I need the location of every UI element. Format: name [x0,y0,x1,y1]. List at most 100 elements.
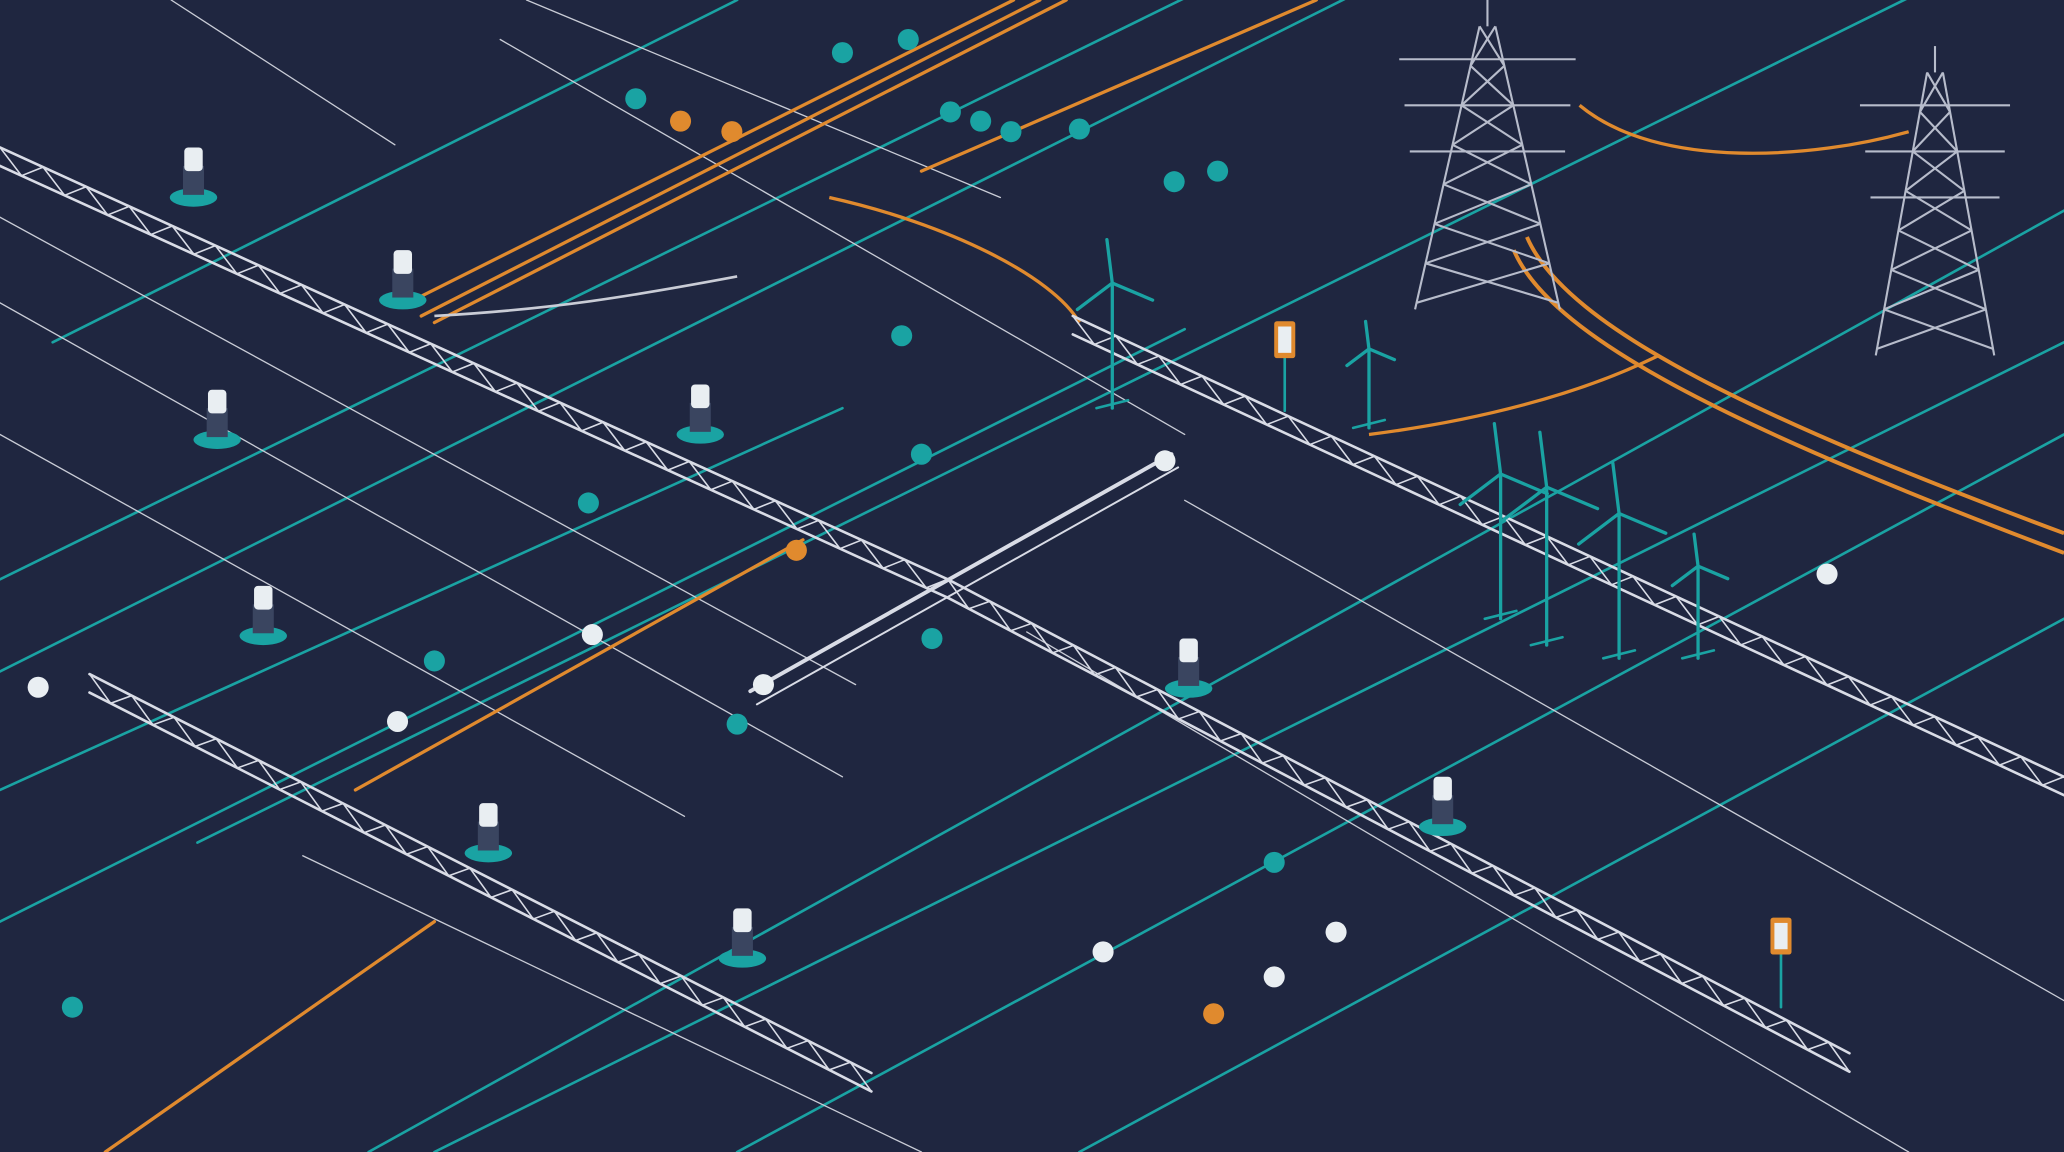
turbine-blade [1498,472,1549,496]
transmission-tower [1859,46,2011,356]
lamp-body [206,408,228,438]
lamp-body [731,926,753,956]
signal-wire [1184,499,2064,1002]
lamp-base [464,843,513,863]
tower-strut [1469,25,1497,67]
turbine-blade [1696,564,1730,581]
lamp-base [718,949,767,968]
tower-strut [1883,308,1994,350]
lamp-body [1178,656,1200,686]
turbine-base [1601,649,1637,660]
turbine-blade [1538,430,1549,489]
tower-strut [1926,71,1951,113]
turbine-blade [1577,511,1621,546]
turbine-blade [1363,319,1371,351]
turbine-blade [1545,485,1600,511]
tower-strut [1425,222,1541,265]
junction-node [1207,160,1229,182]
signal-wire [0,216,857,686]
truss-rail [1071,314,2064,779]
turbine-blade [1367,347,1397,362]
junction-node [891,325,913,347]
junction-node [970,110,992,132]
tower-strut [1434,183,1532,225]
tower-strut [1883,268,1980,311]
signal-wire [434,275,738,318]
signal-wire [170,0,396,146]
tower-strut [1876,308,1987,350]
truss-rail [0,164,950,600]
teal-cable [367,209,2064,1152]
turbine-blade [1692,532,1700,568]
turbine-blade [1075,281,1114,312]
turbine-base [1483,609,1518,621]
junction-node [670,110,692,132]
signal-wire [0,302,844,778]
junction-node [726,713,748,735]
tower-strut [1890,268,1987,311]
truss-rail [88,691,873,1093]
tower-strut [1451,104,1514,146]
lamp-light [733,908,752,933]
orange-cable [1368,354,1660,437]
junction-node [921,628,943,650]
turbine-blade [1670,564,1700,588]
junction-node [752,674,774,696]
tower-strut [1416,262,1550,304]
orange-cable [1578,104,1910,155]
lamp-light [393,250,413,274]
junction-node [1000,121,1022,143]
orange-cable [103,919,437,1152]
junction-node [1203,1003,1225,1025]
orange-cable [828,195,1081,324]
lamp-body [477,821,499,851]
tower-strut [1460,104,1523,146]
crossing-conduit [748,452,1174,694]
truss-layer [0,146,2064,1093]
signal-wire [499,38,1186,436]
device-layer [27,28,1838,1025]
tower-strut [1890,229,1973,271]
lamp-light [479,803,498,827]
signal-wire [1026,631,1910,1152]
lamp-light [1433,776,1452,801]
teal-cable [735,433,2064,1152]
lamp-base [239,626,287,646]
tower-strut [1905,189,1973,232]
truss-lattice [88,673,873,1092]
lamp-body [182,165,205,195]
tower-strut [1912,111,1951,153]
lamp-body [252,604,274,634]
turbine-base [1095,398,1130,410]
sign-face [1774,922,1788,950]
turbine-blade [1458,472,1503,507]
turbine-blade [1617,511,1668,535]
junction-node [1154,450,1176,472]
turbine-blade [1345,347,1371,368]
junction-node [61,996,83,1018]
tower-strut [1434,222,1550,265]
signal-wire [302,855,923,1152]
junction-node [831,42,853,64]
tower-strut [1919,71,1944,113]
teal-cable [51,0,739,344]
junction-node [1092,941,1114,963]
lamp-base [379,290,427,310]
lamp-light [1179,638,1198,663]
junction-node [625,88,647,110]
lamp-body [689,402,711,432]
tower-strut [1460,65,1506,107]
orange-cable [406,0,1016,305]
turbine-base [1529,635,1564,647]
orange-cable [919,0,1318,173]
junction-node [581,624,603,646]
teal-cable [433,340,2064,1152]
sign-face [1278,326,1292,353]
lamp-body [1432,795,1454,825]
tower-strut [1443,143,1523,186]
junction-node [1325,921,1347,943]
junction-node [939,101,961,123]
lamp-base [1164,679,1213,698]
lamp-light [254,585,273,610]
